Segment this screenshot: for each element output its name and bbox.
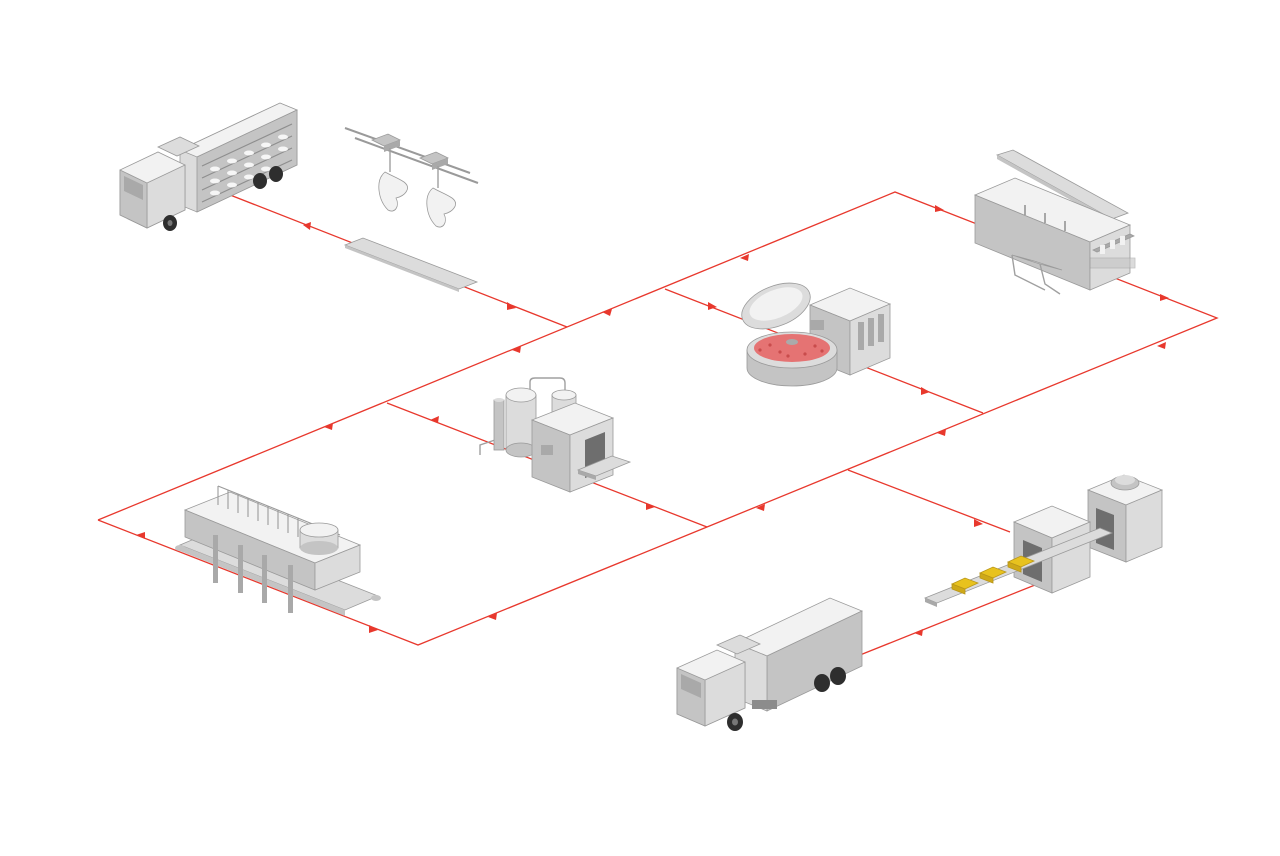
arrow-icon	[974, 519, 983, 527]
arrow-icon	[708, 302, 717, 310]
overhead-hook-conveyor-icon	[344, 127, 479, 228]
flow-arrows	[136, 205, 1169, 636]
arrow-icon	[507, 302, 516, 310]
arrow-icon	[914, 629, 923, 636]
scalding-tank-icon	[973, 149, 1136, 295]
arrow-icon	[756, 504, 765, 511]
arrow-icon	[512, 346, 521, 353]
arrow-icon	[937, 429, 946, 436]
arrow-icon	[136, 532, 145, 539]
arrow-icon	[646, 503, 655, 510]
arrow-icon	[1160, 294, 1169, 301]
refrigerated-truck-icon	[676, 597, 863, 731]
processing-line-icon	[175, 485, 381, 616]
processing-table-icon	[343, 237, 479, 292]
arrow-icon	[488, 613, 497, 620]
flow-line-packaging-branch	[847, 469, 1011, 533]
livestock-truck-icon	[119, 102, 298, 231]
packaging-line-icon	[923, 474, 1164, 607]
arrow-icon	[935, 205, 944, 212]
arrow-icon	[430, 416, 439, 423]
arrow-icon	[324, 423, 333, 430]
arrow-icon	[921, 387, 930, 395]
arrow-icon	[740, 254, 749, 261]
arrow-icon	[303, 222, 311, 230]
vacuum-cooker-icon	[479, 377, 632, 493]
flow-line-to-delivery	[859, 584, 1036, 656]
arrow-icon	[602, 309, 612, 316]
arrow-icon	[1157, 342, 1166, 349]
bowl-cutter-icon	[741, 282, 892, 387]
flow-line-main-diagonal-upper	[97, 191, 1219, 646]
arrow-icon	[369, 625, 378, 633]
